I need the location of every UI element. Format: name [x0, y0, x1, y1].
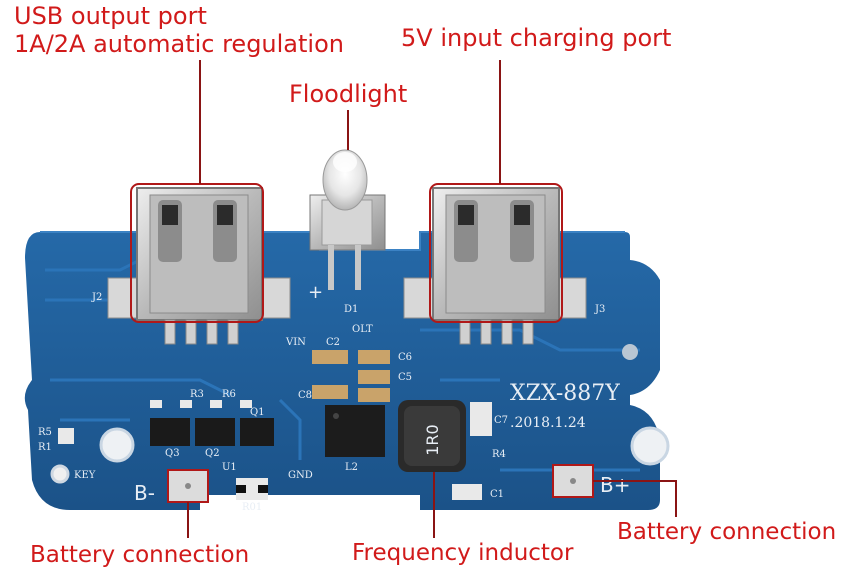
battery-plus-callout: Battery connection: [617, 519, 837, 545]
battery-minus-callout: Battery connection: [30, 542, 250, 568]
usb-output-callout: USB output port: [14, 2, 207, 30]
svg-text:Q1: Q1: [250, 407, 265, 418]
svg-text:R6: R6: [222, 389, 236, 400]
svg-text:R4: R4: [492, 449, 506, 460]
date-label: .2018.1.24: [510, 415, 586, 431]
svg-text:VIN: VIN: [285, 337, 306, 348]
input-port-callout: 5V input charging port: [401, 24, 672, 52]
svg-text:OLT: OLT: [352, 324, 373, 335]
svg-text:KEY: KEY: [74, 470, 96, 481]
callout-boxes: [130, 183, 594, 503]
mounting-hole-left: [99, 427, 135, 463]
svg-text:C1: C1: [490, 489, 504, 500]
svg-text:C5: C5: [398, 372, 412, 383]
ic-u2: [325, 405, 385, 457]
svg-text:C6: C6: [398, 352, 412, 363]
usb-output-highlight: [130, 183, 264, 323]
pcb-traces: [45, 258, 640, 472]
input-port-highlight: [429, 183, 563, 323]
svg-text:R1: R1: [38, 442, 52, 453]
inductor-marking: 1R0: [423, 424, 442, 455]
svg-text:J2: J2: [91, 292, 102, 303]
floodlight-callout: Floodlight: [289, 80, 408, 108]
svg-text:GND: GND: [288, 470, 313, 481]
svg-text:R01: R01: [242, 502, 262, 513]
battery-plus-label: B+: [600, 473, 630, 497]
svg-text:L2: L2: [345, 462, 358, 473]
svg-text:C8: C8: [298, 390, 312, 401]
svg-text:R3: R3: [190, 389, 204, 400]
usb-regulation-callout: 1A/2A automatic regulation: [14, 30, 344, 58]
svg-text:J3: J3: [594, 304, 605, 315]
mounting-hole-right: [630, 426, 670, 466]
battery-minus-label: B-: [134, 481, 155, 505]
svg-text:C7: C7: [494, 415, 508, 426]
svg-text:Q2: Q2: [205, 448, 220, 459]
input-charging-port: [403, 187, 587, 345]
svg-text:U1: U1: [222, 462, 237, 473]
floodlight-led: [309, 149, 386, 290]
usb-output-port: [107, 187, 291, 345]
silkscreen-labels: J2 J3 D1 + VIN C2 OLT C6 C8 C5 R3 R6 Q1 …: [38, 282, 605, 513]
via-pad: [622, 344, 638, 360]
svg-text:D1: D1: [344, 304, 358, 315]
svg-text:Q3: Q3: [165, 448, 180, 459]
svg-text:R5: R5: [38, 427, 52, 438]
leader-lines: [187, 60, 677, 538]
frequency-inductor: 1R0: [398, 400, 466, 472]
model-label: XZX-887Y: [510, 381, 620, 406]
svg-text:+: +: [308, 282, 323, 303]
smd-components: [50, 350, 492, 500]
svg-text:C2: C2: [326, 337, 340, 348]
inductor-callout: Frequency inductor: [352, 540, 574, 566]
